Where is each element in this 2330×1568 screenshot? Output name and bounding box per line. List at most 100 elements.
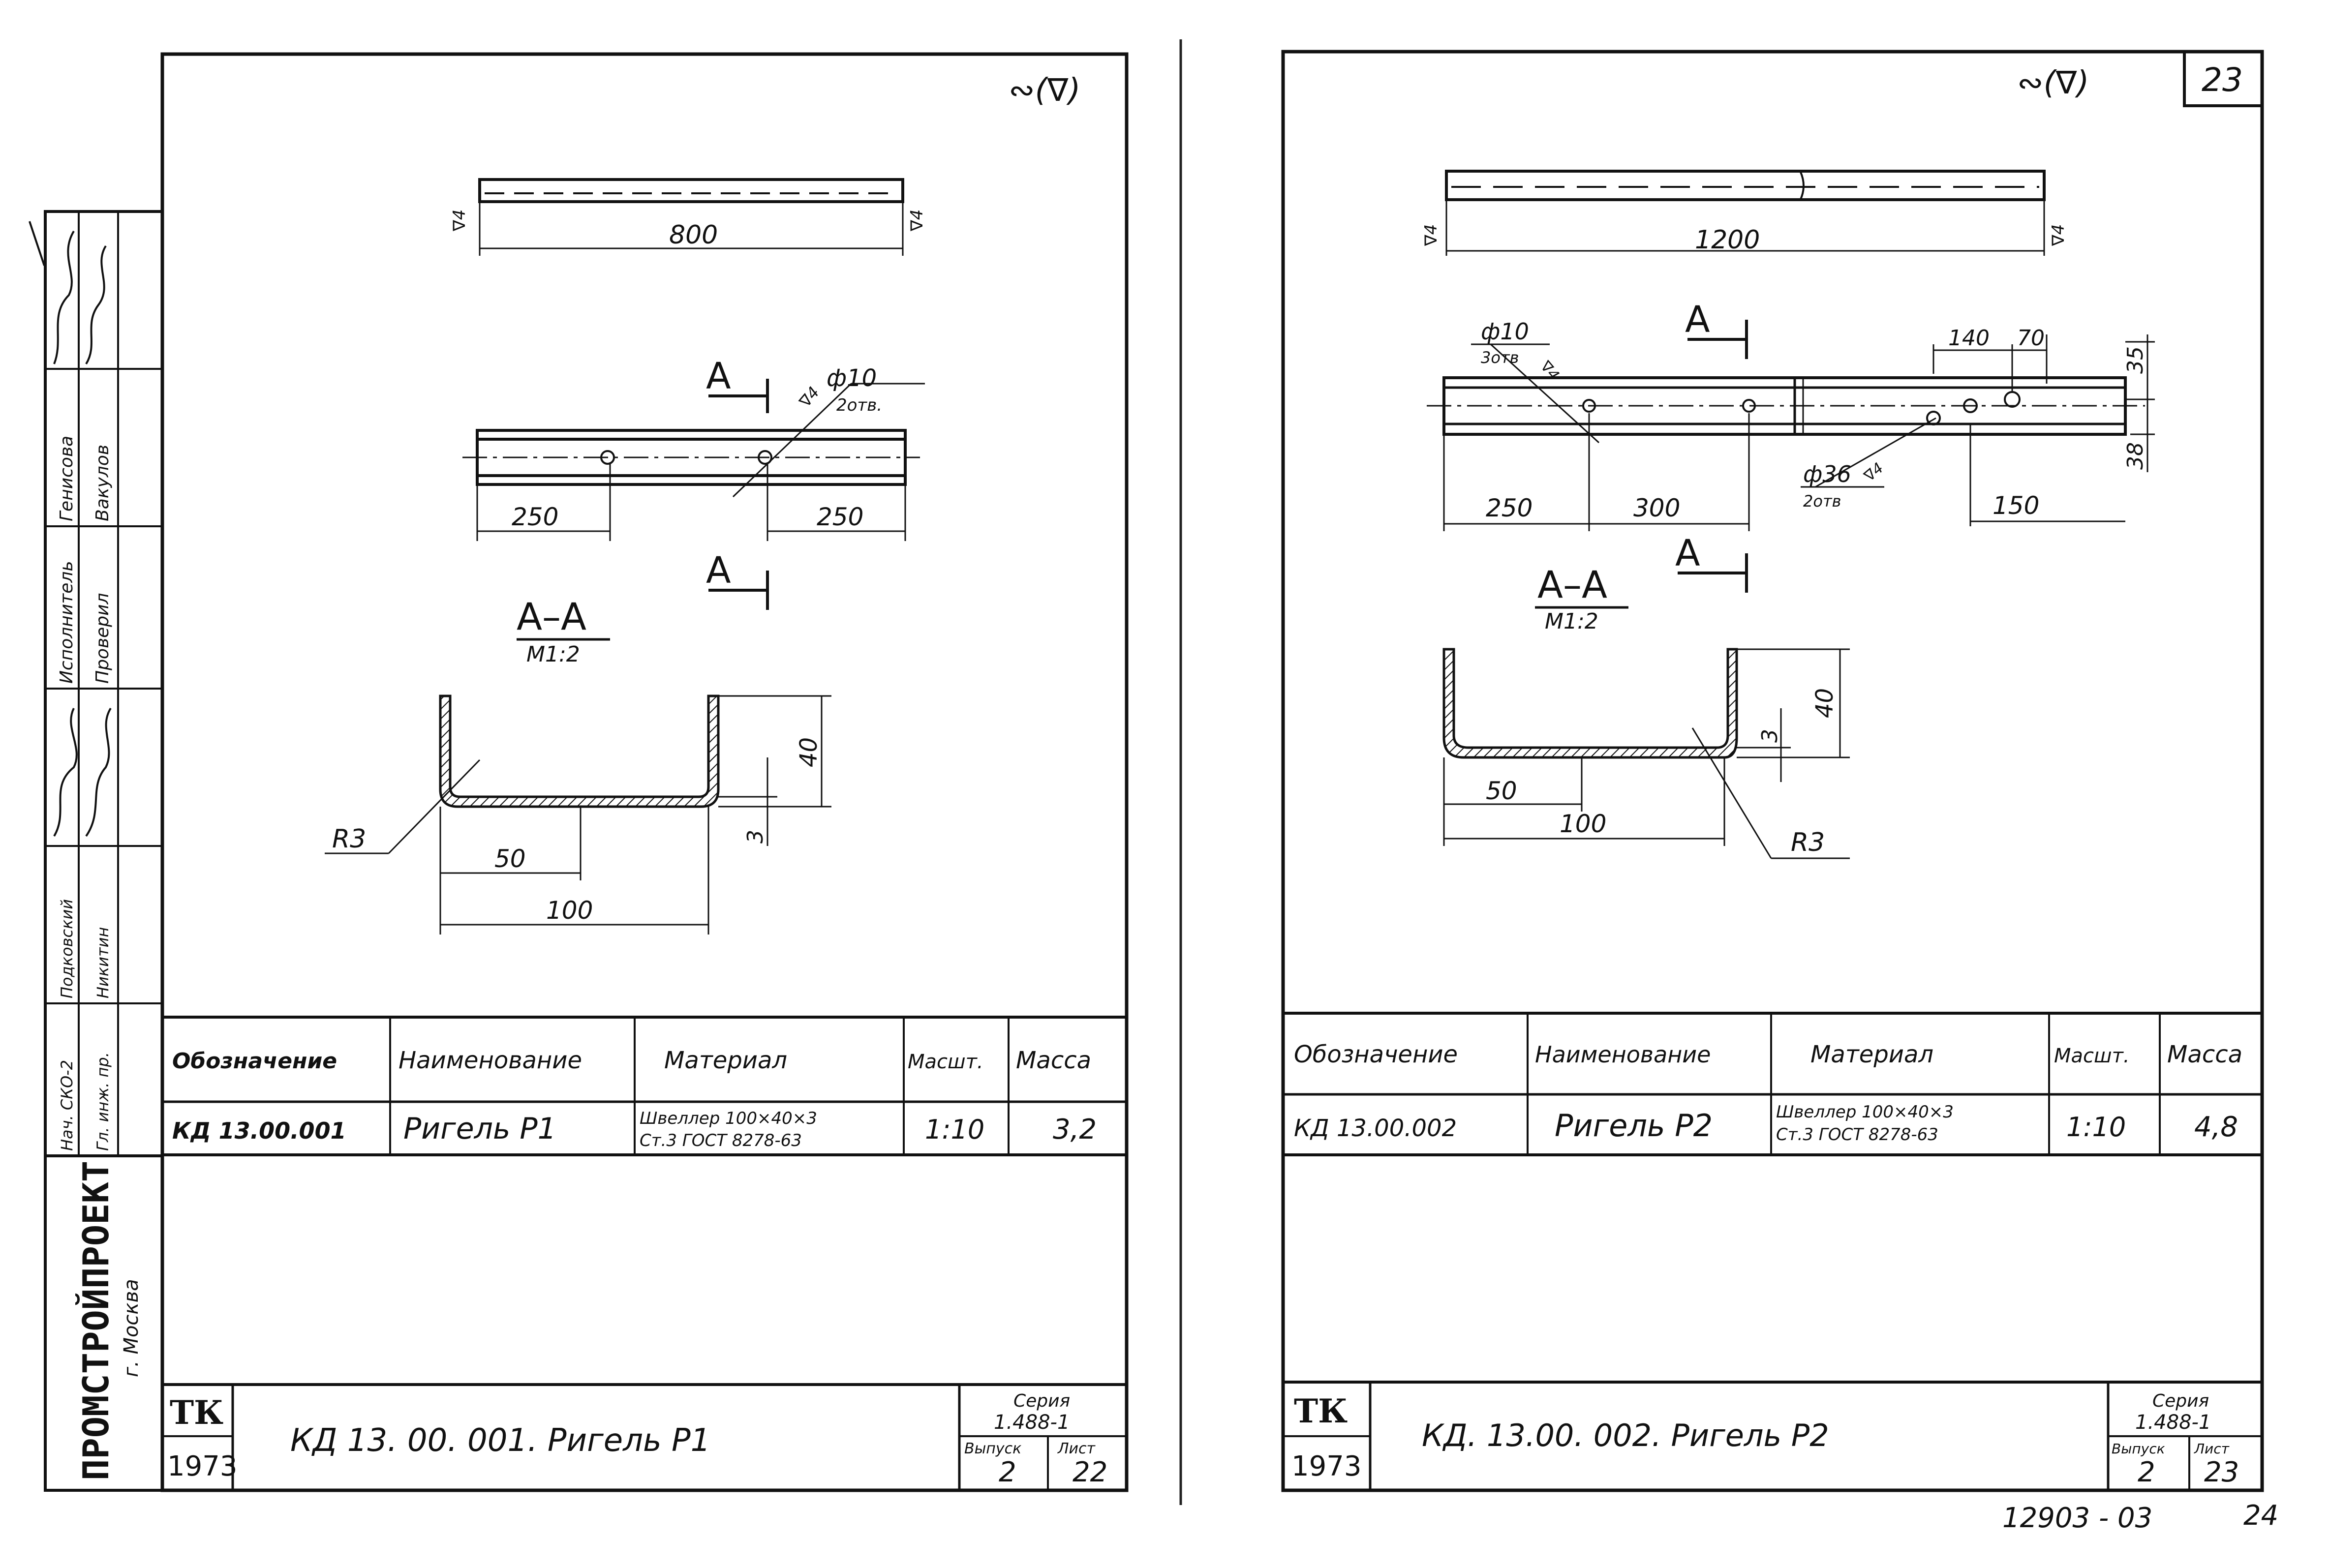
spec-table: Обозначение Наименование Материал Масшт.…: [161, 1016, 1128, 1156]
section-thickness: 3: [1757, 729, 1782, 743]
header-name: Наименование: [399, 1047, 582, 1074]
hole-1: [1582, 399, 1596, 413]
stamp-name-2: Вакулов: [92, 445, 113, 521]
dim-38: 38: [2123, 442, 2148, 470]
dim-150: 150: [1993, 491, 2039, 520]
finish-mark-left: ∇4: [1421, 224, 1441, 246]
signature-1: [53, 230, 75, 364]
section-height: 40: [795, 737, 823, 767]
roughness-symbol: ∾(∇): [1009, 72, 1080, 109]
issue-label: Выпуск: [964, 1440, 1021, 1457]
top-view: 800 ∇4 ∇4: [450, 178, 927, 256]
finish-mark-plan-2: ∇4: [1861, 459, 1887, 485]
row-material-1: Швеллер 100×40×3: [1776, 1102, 1954, 1122]
brand-mark: ТК: [1294, 1392, 1348, 1430]
sheet-title: КД. 13.00. 002. Ригель Р2: [1422, 1417, 1829, 1453]
footer-page: 24: [2243, 1500, 2278, 1532]
stamp-role-3: Нач. СКО-2: [58, 1060, 76, 1151]
stamp-role-1: Исполнитель: [57, 561, 77, 684]
finish-mark-plan: ∇4: [795, 383, 823, 411]
hole-callout: ф10: [1481, 318, 1529, 345]
issue-value: 2: [999, 1456, 1016, 1488]
channel-profile: [1442, 648, 1738, 759]
row-material-1: Швеллер 100×40×3: [640, 1109, 817, 1128]
finish-mark-left: ∇4: [450, 210, 469, 232]
title-block: ТК 1973 КД. 13.00. 002. Ригель Р2 Серия …: [1283, 1381, 2262, 1490]
right-sheet: 23 ∾(∇) 1200 ∇4 ∇4: [1281, 50, 2264, 1492]
section-mark-bottom: А: [706, 549, 731, 592]
row-material-2: Ст.3 ГОСТ 8278-63: [640, 1131, 802, 1150]
header-scale: Масшт.: [2054, 1045, 2130, 1067]
stamp-name-1: Генисова: [57, 436, 77, 521]
brand-mark: ТК: [170, 1393, 223, 1432]
row-designation: КД 13.00.001: [172, 1117, 346, 1144]
plan-view: ф10 3отв ∇4 ф36 2отв ∇4 250 300 140 70 1…: [1427, 299, 2155, 593]
section-title: А–А: [1537, 563, 1607, 606]
year: 1973: [167, 1450, 238, 1482]
dim-140: 140: [1948, 326, 1990, 351]
row-mass: 4,8: [2194, 1111, 2238, 1143]
archive-number: 12903 - 03: [2002, 1502, 2152, 1534]
dim-250: 250: [1486, 494, 1533, 522]
dim-left: 250: [512, 503, 558, 531]
hole-2: [758, 450, 772, 465]
finish-mark-right: ∇4: [907, 210, 927, 232]
row-material-2: Ст.3 ГОСТ 8278-63: [1776, 1125, 1938, 1145]
section-height: 40: [1811, 688, 1839, 718]
hole2-count: 2отв: [1803, 492, 1841, 511]
signature-3: [53, 708, 78, 837]
hole-callout: ф10: [827, 364, 877, 392]
sheet-label: Лист: [2194, 1441, 2230, 1457]
left-sheet: Исполнитель Проверил Генисова Вакулов На…: [29, 52, 1129, 1492]
row-scale: 1:10: [925, 1114, 984, 1145]
left-frame: [160, 52, 1129, 1492]
length-dim: 1200: [1695, 225, 1760, 255]
row-mass: 3,2: [1053, 1114, 1097, 1146]
section-a-a: А–А М1:2 40 3 50 100 R3: [1442, 563, 1850, 859]
section-width: 100: [1560, 810, 1606, 838]
spec-table: Обозначение Наименование Материал Масшт.…: [1282, 1012, 2264, 1156]
stamp-role-2: Проверил: [92, 593, 113, 684]
issue-value: 2: [2138, 1456, 2155, 1488]
title-block: ТК 1973 КД 13. 00. 001. Ригель Р1 Серия …: [162, 1383, 1127, 1490]
hole-count: 3отв: [1481, 348, 1519, 367]
section-thickness: 3: [743, 830, 768, 844]
sheet-label: Лист: [1057, 1440, 1096, 1457]
header-material: Материал: [1810, 1041, 1933, 1068]
organization-name: ПРОМСТРОЙПРОЕКТ: [75, 1161, 117, 1480]
top-view: 1200 ∇4 ∇4: [1421, 170, 2068, 256]
header-designation: Обозначение: [1294, 1041, 1458, 1068]
row-name: Ригель Р1: [403, 1112, 556, 1146]
section-width: 100: [546, 896, 593, 925]
hole-count: 2отв.: [836, 395, 882, 415]
section-scale: М1:2: [1545, 609, 1598, 634]
series-value: 1.488-1: [994, 1411, 1070, 1434]
dim-right: 250: [817, 503, 863, 531]
header-designation: Обозначение: [172, 1049, 337, 1074]
year: 1973: [1291, 1450, 1362, 1482]
signature-2: [85, 245, 107, 365]
header-mass: Масса: [2167, 1041, 2242, 1068]
stamp-role-4: Гл. инж. пр.: [93, 1052, 112, 1151]
section-mark-bottom: А: [1675, 532, 1700, 574]
section-title: А–А: [517, 595, 586, 638]
dim-300: 300: [1633, 494, 1680, 522]
header-scale: Масшт.: [908, 1051, 983, 1073]
section-mark-top: А: [706, 355, 731, 397]
sheet-title: КД 13. 00. 001. Ригель Р1: [290, 1422, 710, 1459]
finish-mark-plan-1: ∇4: [1536, 358, 1563, 384]
length-dim: 800: [669, 220, 718, 250]
section-half-width: 50: [1486, 777, 1517, 805]
row-name: Ригель Р2: [1555, 1108, 1713, 1144]
organization-city: г. Москва: [120, 1279, 143, 1377]
hole-1: [600, 450, 615, 465]
sheet-value: 22: [1073, 1456, 1107, 1488]
stamp-name-3: Подковский: [58, 899, 76, 998]
hole-4: [1963, 398, 1978, 413]
dim-35: 35: [2123, 346, 2148, 374]
section-radius: R3: [1791, 828, 1825, 857]
series-label: Серия: [1013, 1391, 1070, 1411]
header-material: Материал: [664, 1047, 787, 1074]
section-half-width: 50: [494, 844, 526, 873]
signature-4: [85, 707, 112, 837]
